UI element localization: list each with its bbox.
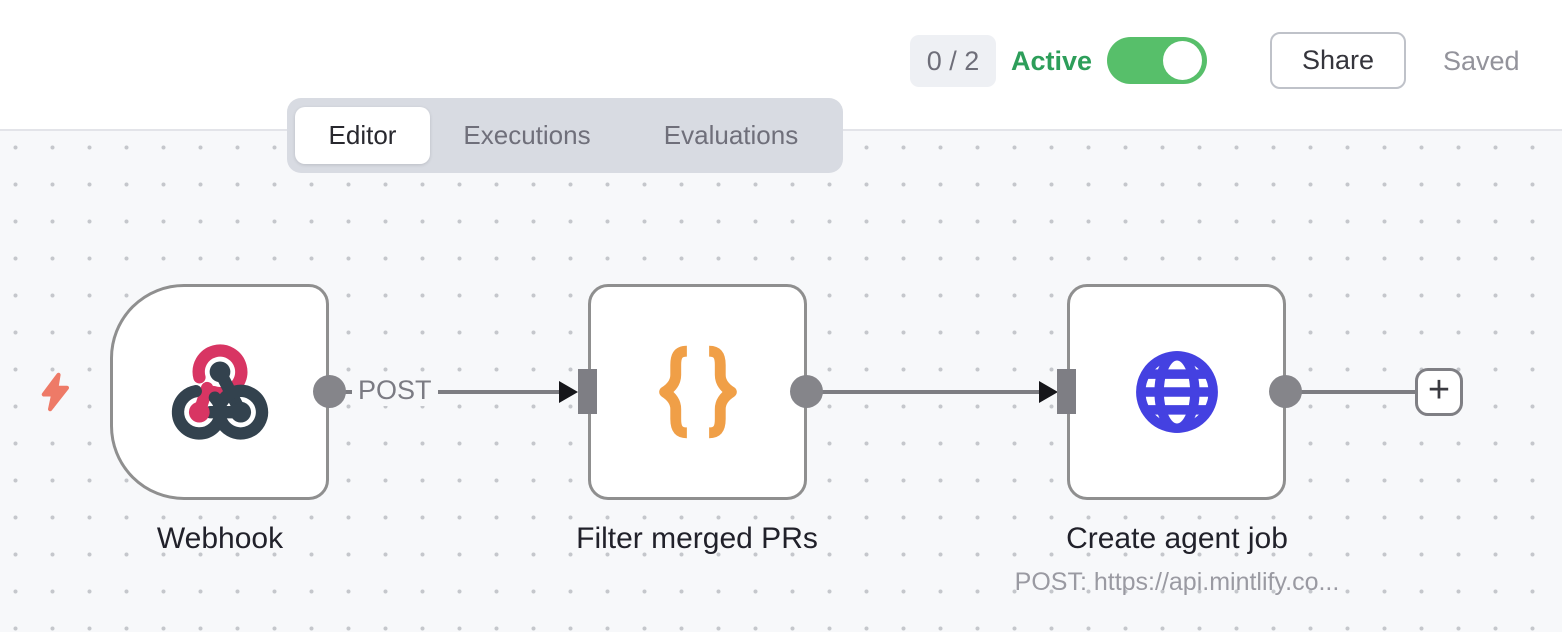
add-node-button[interactable]: + (1415, 368, 1463, 416)
node-webhook[interactable] (110, 284, 329, 500)
toggle-knob (1163, 41, 1202, 80)
input-port-create[interactable] (1057, 369, 1076, 414)
tab-executions[interactable]: Executions (463, 120, 591, 150)
input-port-filter[interactable] (578, 369, 597, 414)
active-toggle[interactable] (1107, 37, 1207, 84)
node-create-agent-job[interactable] (1067, 284, 1286, 500)
save-status: Saved (1443, 45, 1520, 76)
execution-count-badge: 0 / 2 (910, 35, 996, 87)
output-port-webhook[interactable] (313, 375, 346, 408)
lightning-bolt-icon (41, 372, 69, 412)
connection-method-label: POST (352, 375, 438, 406)
tab-editor[interactable]: Editor (295, 107, 430, 164)
node-subtitle-create: POST: https://api.mintlify.co... (1014, 568, 1340, 596)
workflow-canvas[interactable]: POST (0, 131, 1562, 632)
webhook-icon (171, 344, 268, 440)
code-braces-icon (658, 345, 737, 439)
node-label-webhook: Webhook (156, 522, 284, 555)
output-port-create[interactable] (1269, 375, 1302, 408)
arrowhead-icon (559, 381, 578, 403)
node-filter-merged-prs[interactable] (588, 284, 807, 500)
share-button[interactable]: Share (1270, 32, 1406, 89)
arrowhead-icon (1039, 381, 1058, 403)
connection-webhook-filter[interactable] (330, 390, 561, 394)
connection-filter-create[interactable] (807, 390, 1040, 394)
active-label: Active (1011, 45, 1093, 76)
view-tabs: Editor Executions Evaluations (287, 98, 843, 173)
output-port-filter[interactable] (790, 375, 823, 408)
tab-evaluations[interactable]: Evaluations (663, 120, 799, 150)
node-label-filter: Filter merged PRs (576, 522, 818, 555)
node-label-create: Create agent job (1066, 522, 1288, 555)
globe-icon (1135, 351, 1218, 433)
connection-create-add[interactable] (1286, 390, 1417, 394)
